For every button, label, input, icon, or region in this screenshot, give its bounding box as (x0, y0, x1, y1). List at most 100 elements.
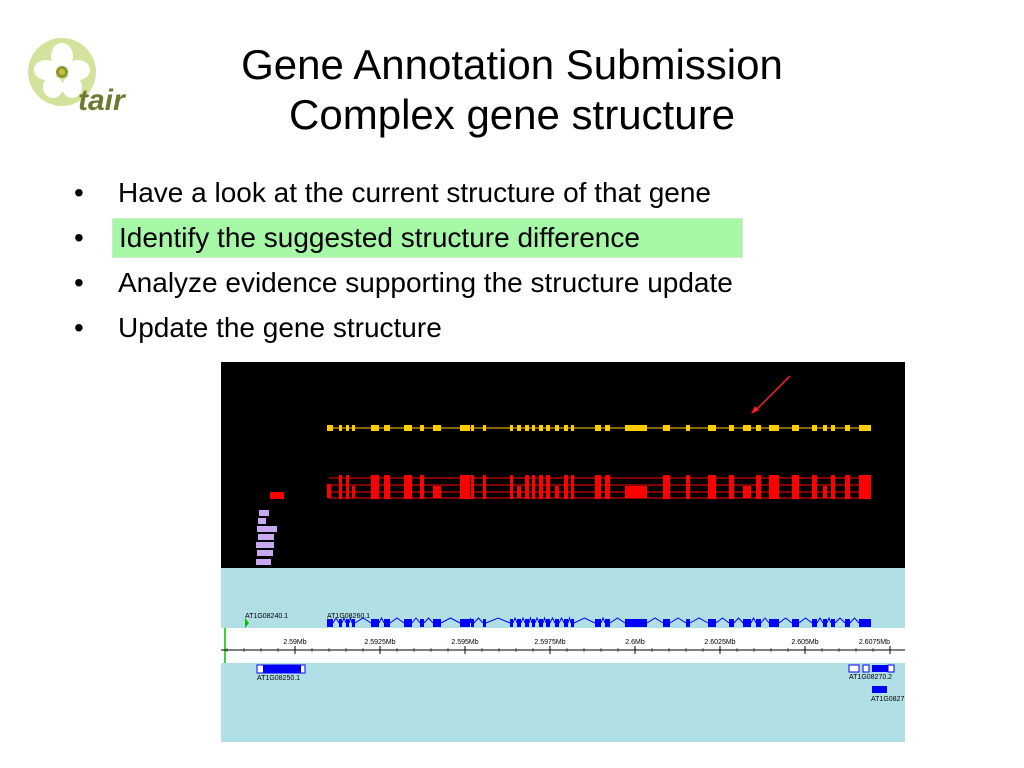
red-exon (845, 475, 850, 499)
yellow-exon (546, 425, 550, 431)
gene-intron-chevron (549, 616, 556, 624)
red-exon (812, 475, 817, 499)
gene-box-bottom-right-2 (862, 664, 870, 673)
red-exon (571, 475, 574, 499)
gene-intron-chevron (378, 616, 385, 624)
slide-title: Gene Annotation Submission Complex gene … (150, 40, 874, 140)
lavender-evidence-block (256, 559, 271, 565)
gene-exon (510, 619, 513, 627)
gene-intron-chevron (341, 616, 347, 624)
ruler-tick-label: 2.59Mb (283, 639, 306, 646)
gene-intron-chevron (778, 617, 793, 624)
gene-intron-chevron (760, 617, 770, 624)
ruler-tick-label: 2.6Mb (625, 639, 645, 646)
red-exon (743, 486, 751, 498)
yellow-exon (471, 425, 474, 431)
yellow-transcript-track (327, 425, 871, 431)
ruler-tick-label: 2.5975Mb (534, 639, 565, 646)
gene-exon (812, 619, 817, 627)
yellow-exon (539, 425, 543, 431)
yellow-exon (812, 425, 817, 431)
gene-exon (517, 619, 521, 627)
gene-exon (743, 619, 751, 627)
flower-icon (34, 43, 90, 98)
gene-exon (384, 619, 390, 627)
gene-exon (625, 619, 647, 627)
gene-intron-chevron (512, 616, 518, 624)
red-exon (339, 475, 342, 499)
gene-exon (483, 619, 486, 627)
ruler-tick-label: 2.6075Mb (859, 639, 890, 646)
red-exon (517, 486, 521, 498)
gene-exon (564, 619, 568, 627)
gene-intron-chevron (689, 617, 709, 624)
gene-label-bottom-right-2: AT1G0827 (871, 696, 904, 703)
yellow-exon (729, 425, 734, 431)
red-exon (539, 475, 543, 499)
ruler-tick-label: 2.5925Mb (364, 639, 395, 646)
yellow-exon (525, 425, 529, 431)
gene-intron-chevron (750, 616, 757, 624)
yellow-exon (605, 425, 610, 431)
red-exon (404, 475, 412, 499)
red-exon (460, 475, 470, 499)
gene-intron-chevron (354, 617, 372, 624)
red-exon (555, 486, 559, 498)
yellow-exon (859, 425, 871, 431)
gene-intron-chevron (411, 617, 421, 624)
lavender-evidence-block (259, 510, 269, 516)
red-exon (792, 475, 799, 499)
gene-intron-chevron (542, 616, 547, 624)
bullet-text: Identify the suggested structure differe… (112, 218, 743, 258)
lavender-evidence-block (256, 542, 274, 548)
lavender-evidence-track (256, 510, 277, 565)
bullet-text: Have a look at the current structure of … (118, 177, 712, 208)
gene-exon (433, 619, 441, 627)
gene-exon (471, 619, 474, 627)
yellow-exon (327, 425, 333, 431)
red-exon (510, 475, 513, 499)
red-exon (346, 475, 349, 499)
yellow-exon (625, 425, 647, 431)
yellow-exon (555, 425, 559, 431)
gene-exon (346, 619, 349, 627)
gene-exon (525, 619, 529, 627)
gene-intron-chevron (715, 617, 730, 624)
red-exon (686, 475, 690, 499)
gene-intron-chevron (440, 617, 461, 624)
gene-label-bottom-left: AT1G08250.1 (257, 675, 300, 682)
yellow-exon (792, 425, 799, 431)
gene-intron-chevron (669, 617, 687, 624)
gene-exon (327, 619, 333, 627)
gene-intron-chevron (816, 617, 824, 624)
red-exon (532, 475, 535, 499)
gene-intron-chevron (600, 616, 606, 624)
red-block-left (270, 492, 284, 499)
gene-exon (605, 619, 610, 627)
gene-box-bottom-right-1 (848, 664, 860, 673)
gene-intron-chevron (834, 617, 846, 624)
yellow-exon (384, 425, 390, 431)
bullet-item: •Analyze evidence supporting the structu… (74, 260, 743, 305)
gene-exon (792, 619, 799, 627)
gene-exon (831, 619, 835, 627)
red-exon (823, 486, 827, 498)
gene-intron-chevron (473, 617, 484, 624)
bullet-dot: • (74, 267, 84, 298)
evidence-track-panel (221, 362, 905, 570)
gene-model-track (327, 616, 871, 627)
gene-intron-chevron (826, 616, 832, 624)
bullet-list: • Have a look at the current structure of… (74, 170, 743, 350)
lavender-evidence-block (258, 534, 274, 540)
gene-exon (339, 619, 342, 627)
red-exon (595, 475, 601, 499)
red-exon (756, 475, 761, 499)
gene-exon (708, 619, 716, 627)
gene-exon (352, 619, 355, 627)
title-line-1: Gene Annotation Submission (241, 41, 783, 88)
yellow-exon (352, 425, 355, 431)
red-exon (831, 475, 835, 499)
yellow-exon (483, 425, 486, 431)
